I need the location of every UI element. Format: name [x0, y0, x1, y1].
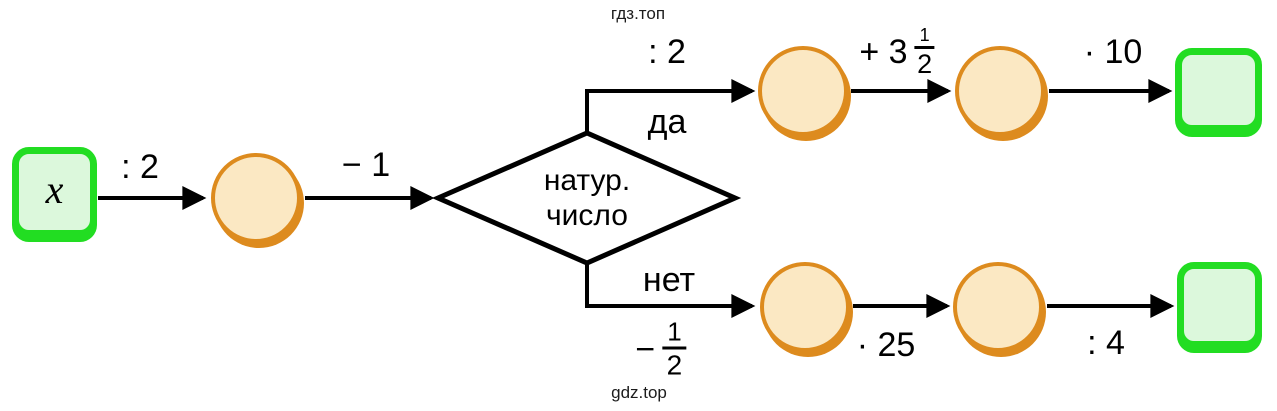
- edge-label-plus-3-half: + 3 1 2: [859, 26, 935, 79]
- fraction-denominator: 2: [917, 49, 933, 79]
- start-node: x: [12, 147, 97, 237]
- edge-label-minus-1: − 1: [341, 146, 391, 184]
- edge-label-divide-2-yes: : 2: [648, 33, 686, 71]
- edge-label-divide-2: : 2: [121, 148, 159, 186]
- branch-label-yes: да: [647, 103, 687, 141]
- watermark-top: гдз.топ: [610, 4, 666, 23]
- connector-no-branch: [585, 258, 756, 318]
- process-circle-5: [953, 262, 1043, 352]
- start-node-label: x: [45, 167, 64, 212]
- process-circle-1: [211, 153, 301, 243]
- decision-label-line1: натур.: [543, 164, 631, 197]
- process-circle-3: [955, 46, 1045, 136]
- edge-label-minus-half-prefix: −: [635, 330, 656, 368]
- connector-yes-branch: [585, 79, 756, 140]
- end-node-top: [1175, 48, 1262, 132]
- watermark-bottom: gdz.top: [611, 383, 667, 402]
- fraction-numerator: 1: [914, 26, 935, 49]
- fraction-one-half: 1 2: [662, 319, 687, 381]
- fraction-numerator: 1: [662, 319, 687, 350]
- fraction-one-half: 1 2: [914, 26, 935, 79]
- process-circle-2: [758, 46, 848, 136]
- edge-label-times-10: · 10: [1083, 33, 1143, 71]
- end-node-bottom: [1177, 262, 1262, 348]
- decision-label-line2: число: [546, 199, 628, 232]
- process-circle-4: [760, 262, 850, 352]
- edge-label-minus-half: − 1 2: [635, 319, 687, 381]
- edge-label-divide-4: : 4: [1087, 324, 1125, 362]
- branch-label-no: нет: [642, 261, 696, 299]
- decision-diamond: [431, 130, 742, 266]
- edge-label-times-25: · 25: [856, 326, 916, 364]
- fraction-denominator: 2: [666, 349, 683, 381]
- edge-label-plus-3-half-prefix: + 3: [859, 33, 908, 71]
- decision-label: натур. число: [544, 163, 630, 233]
